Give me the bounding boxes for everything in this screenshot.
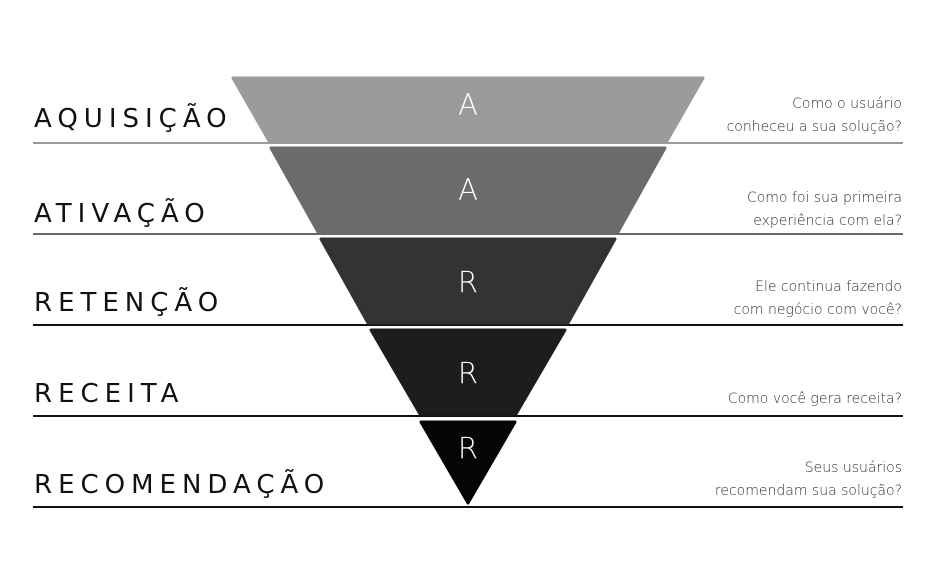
stage-label-recomendacao: RECOMENDAÇÃO bbox=[34, 470, 331, 500]
funnel-segment-aquisicao bbox=[231, 76, 705, 143]
stage-question-receita: Como você gera receita? bbox=[642, 388, 902, 411]
funnel-letter-aquisicao: A bbox=[458, 88, 478, 122]
question-line: recomendam sua solução? bbox=[714, 483, 902, 499]
question-line: Como o usuário bbox=[792, 96, 902, 112]
funnel-segment-recomendacao bbox=[419, 420, 517, 505]
stage-question-ativacao: Como foi sua primeira experiência com el… bbox=[642, 187, 902, 233]
funnel-letter-recomendacao: R bbox=[457, 431, 479, 465]
funnel-letter-ativacao: A bbox=[458, 173, 478, 207]
question-line: Como você gera receita? bbox=[727, 391, 902, 407]
stage-question-retencao: Ele continua fazendo com negócio com voc… bbox=[642, 276, 902, 322]
question-line: conheceu a sua solução? bbox=[726, 119, 902, 135]
stage-question-aquisicao: Como o usuário conheceu a sua solução? bbox=[642, 93, 902, 139]
question-line: Ele continua fazendo bbox=[755, 279, 902, 295]
stage-question-recomendacao: Seus usuários recomendam sua solução? bbox=[642, 457, 902, 503]
funnel-segment-receita bbox=[369, 328, 567, 416]
stage-label-ativacao: ATIVAÇÃO bbox=[34, 199, 211, 229]
stage-label-retencao: RETENÇÃO bbox=[34, 288, 225, 318]
stage-label-aquisicao: AQUISIÇÃO bbox=[34, 104, 233, 134]
funnel-segment-ativacao bbox=[269, 146, 667, 234]
funnel-letter-receita: R bbox=[457, 356, 479, 390]
funnel-letter-retencao: R bbox=[457, 265, 479, 299]
question-line: experiência com ela? bbox=[753, 213, 902, 229]
question-line: Seus usuários bbox=[804, 460, 902, 476]
stage-label-receita: RECEITA bbox=[34, 379, 185, 409]
question-line: Como foi sua primeira bbox=[746, 190, 902, 206]
question-line: com negócio com você? bbox=[733, 302, 902, 318]
funnel-segment-retencao bbox=[319, 237, 617, 325]
